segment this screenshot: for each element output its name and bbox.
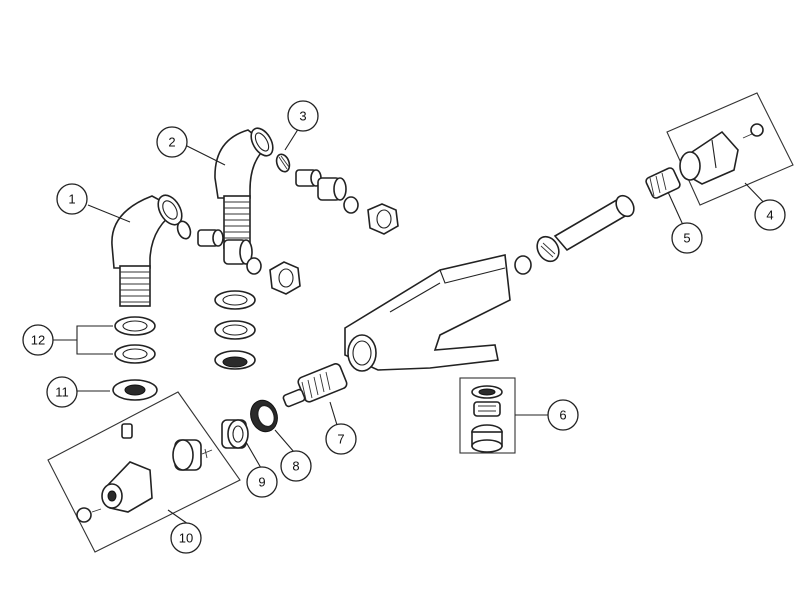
callout-label-12: 12 <box>31 333 45 348</box>
callout-6: 6 <box>547 399 579 431</box>
washers-12 <box>114 316 156 364</box>
leader-lines <box>53 122 771 525</box>
pipe-right <box>514 194 635 275</box>
callout-2: 2 <box>156 126 188 158</box>
callout-label-3: 3 <box>299 109 306 124</box>
main-body <box>344 254 511 372</box>
callout-label-7: 7 <box>337 432 344 447</box>
callout-3: 3 <box>287 100 319 132</box>
callout-10: 10 <box>170 522 202 554</box>
callout-label-6: 6 <box>559 408 566 423</box>
callout-label-1: 1 <box>68 192 75 207</box>
washers-center <box>214 290 256 370</box>
callout-9: 9 <box>246 466 278 498</box>
fittings-lower <box>176 220 301 295</box>
callout-label-5: 5 <box>683 231 690 246</box>
sleeve-9 <box>221 419 249 449</box>
callout-11: 11 <box>46 376 78 408</box>
callout-1: 1 <box>56 183 88 215</box>
handle-left <box>47 391 241 553</box>
ring-8 <box>250 399 278 433</box>
callout-8: 8 <box>280 450 312 482</box>
callout-label-2: 2 <box>168 135 175 150</box>
callout-label-4: 4 <box>766 208 773 223</box>
elbow-upper <box>214 127 274 249</box>
callout-label-10: 10 <box>179 531 193 546</box>
callout-label-8: 8 <box>292 459 299 474</box>
callout-5: 5 <box>671 222 703 254</box>
callout-label-11: 11 <box>55 385 69 400</box>
callout-12: 12 <box>22 324 54 356</box>
callout-7: 7 <box>325 423 357 455</box>
aerator-box <box>459 377 516 454</box>
elbow-lower <box>111 194 183 307</box>
flange-11 <box>112 379 158 401</box>
callout-label-9: 9 <box>258 475 265 490</box>
callout-4: 4 <box>754 199 786 231</box>
fittings-upper <box>275 153 399 235</box>
cartridge-right <box>645 167 681 199</box>
handle-right <box>666 92 794 206</box>
cartridge-left <box>282 363 348 408</box>
